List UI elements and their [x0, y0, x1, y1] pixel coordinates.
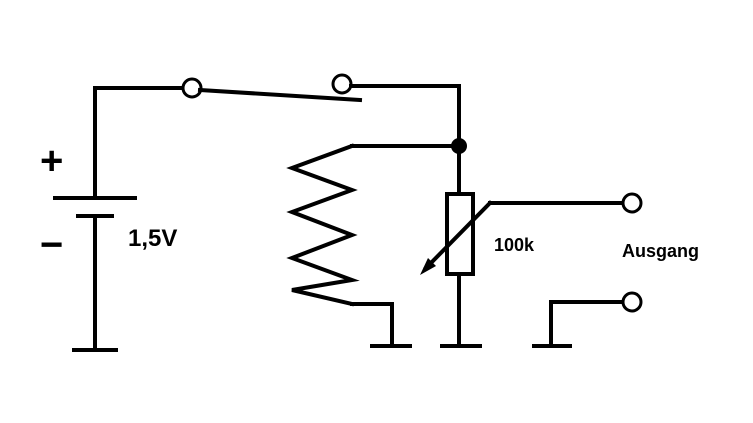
switch-contact-left-icon	[181, 77, 203, 99]
battery-symbol	[53, 86, 137, 352]
output-label: Ausgang	[622, 241, 699, 261]
output-terminals	[532, 192, 643, 348]
output-terminal-bottom-icon	[621, 291, 643, 313]
output-terminal-top-icon	[621, 192, 643, 214]
pot-wiper	[423, 200, 493, 271]
potentiometer-value-label: 100k	[494, 235, 535, 255]
battery-voltage-label: 1,5V	[128, 225, 177, 252]
pot-arrow-icon	[420, 258, 436, 275]
switch-symbol	[93, 73, 461, 148]
zigzag-resistor-symbol	[286, 143, 461, 348]
switch-lever	[197, 87, 363, 103]
battery-plus-label: +	[40, 139, 63, 183]
switch-contact-right-icon	[331, 73, 353, 95]
potentiometer-symbol	[420, 144, 624, 348]
battery-minus-label: −	[40, 223, 63, 267]
